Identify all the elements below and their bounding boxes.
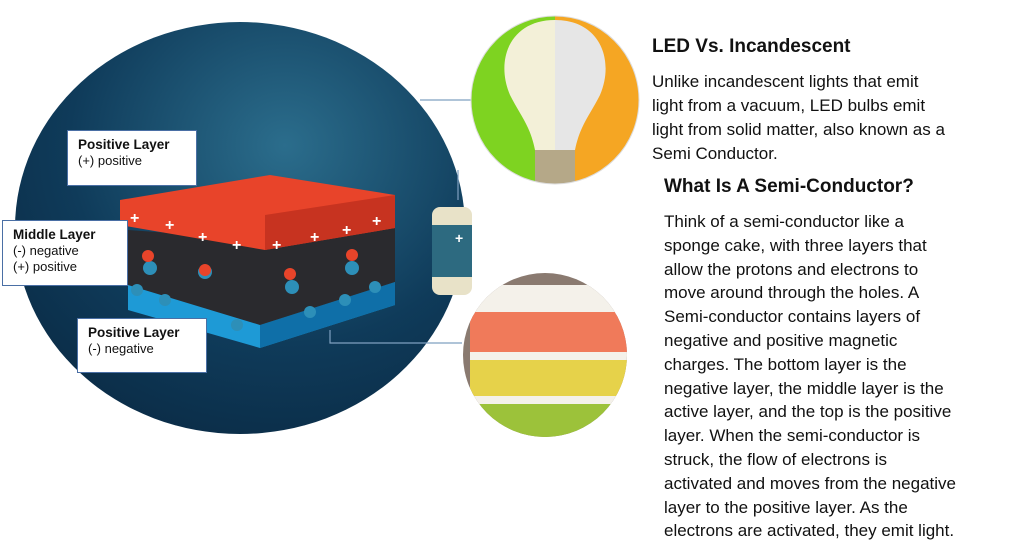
callout-title: Positive Layer (88, 325, 180, 340)
svg-text:+: + (198, 229, 207, 246)
section2-text: Think of a semi-conductor like a sponge … (664, 210, 956, 543)
text-line: activated and moves from the negative (664, 473, 956, 493)
text-line: charges. The bottom layer is the (664, 354, 907, 374)
text-line: Unlike incandescent lights that emit (652, 72, 919, 91)
text-line: light from a vacuum, LED bulbs emit (652, 96, 926, 115)
callout-title: Middle Layer (13, 227, 96, 242)
section1-heading: LED Vs. Incandescent (652, 36, 851, 57)
text-line: sponge cake, with three layers that (664, 235, 927, 255)
svg-text:+: + (165, 217, 174, 234)
section2-heading: What Is A Semi-Conductor? (664, 176, 914, 197)
text-line: active layer, and the top is the positiv… (664, 402, 952, 422)
callout-positive-layer-top: Positive Layer (+) positive (67, 130, 197, 186)
callout-line: (-) negative (13, 243, 79, 258)
text-line: Semi Conductor. (652, 144, 778, 163)
callout-line: (+) positive (78, 153, 142, 168)
text-line: electrons are activated, they emit light… (664, 521, 955, 541)
svg-text:+: + (130, 210, 139, 227)
svg-text:+: + (310, 229, 319, 246)
semiconductor-layers: + + + + + + + + (120, 175, 395, 348)
text-line: layer to the positive layer. As the (664, 497, 908, 517)
callout-line: (-) negative (88, 341, 154, 356)
text-line: Think of a semi-conductor like a (664, 212, 904, 231)
svg-text:+: + (232, 237, 241, 254)
callout-title: Positive Layer (78, 137, 170, 152)
battery-icon: + (432, 207, 472, 295)
svg-text:+: + (342, 222, 351, 239)
svg-text:+: + (455, 230, 463, 246)
svg-text:+: + (372, 213, 381, 230)
text-line: light from solid matter, also known as a (652, 120, 945, 139)
callout-middle-layer: Middle Layer (-) negative (+) positive (2, 220, 128, 286)
callout-line: (+) positive (13, 259, 77, 274)
section1-text: Unlike incandescent lights that emit lig… (652, 70, 945, 166)
text-line: struck, the flow of electrons is (664, 449, 887, 469)
text-line: negative layer, the middle layer is the (664, 378, 944, 398)
text-line: move around through the holes. A (664, 283, 920, 303)
text-line: layer. When the semi-conductor is (664, 426, 921, 446)
sponge-cake-image (463, 273, 627, 437)
svg-text:+: + (272, 237, 281, 254)
text-line: Semi-conductor contains layers of (664, 307, 921, 327)
text-line: negative and positive magnetic (664, 330, 898, 350)
connector-lines (329, 99, 472, 344)
callout-positive-layer-bottom: Positive Layer (-) negative (77, 318, 207, 373)
text-line: allow the protons and electrons to (664, 259, 919, 279)
